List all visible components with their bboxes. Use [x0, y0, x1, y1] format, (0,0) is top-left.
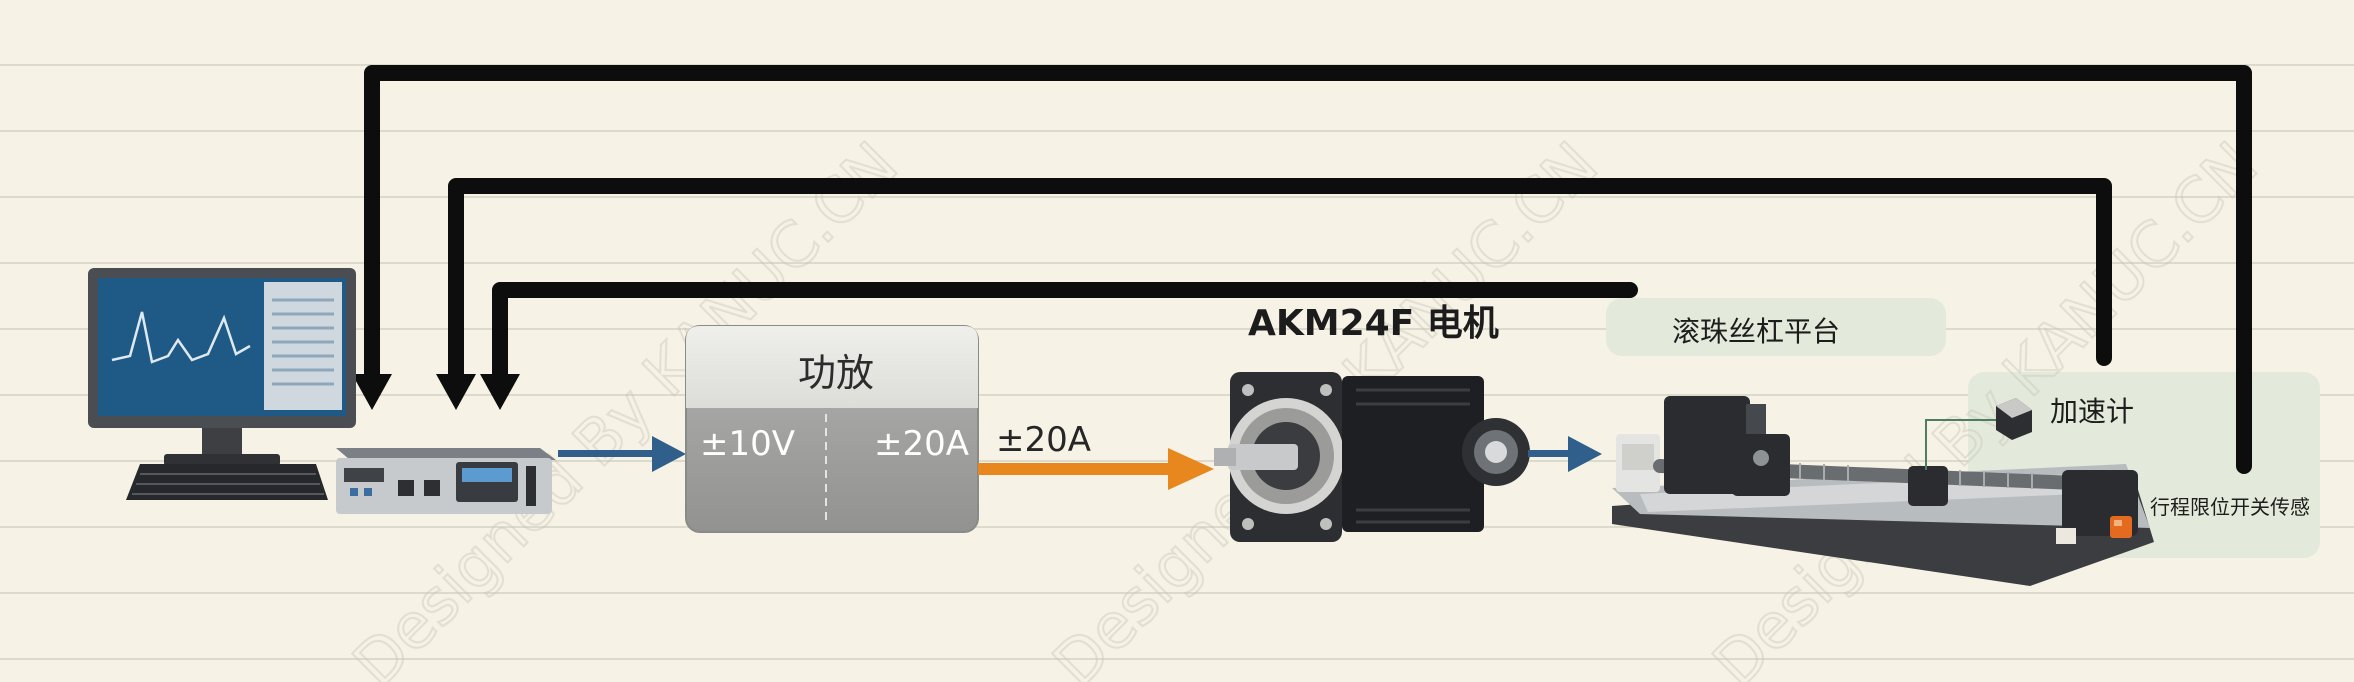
ballscrew-label: 滚珠丝杠平台	[1672, 315, 1841, 348]
feedback-line-accelerometer	[448, 178, 2112, 384]
arrowhead-3	[480, 374, 520, 410]
watermark-text-3: Designed By KANUC.CN	[1699, 128, 2271, 682]
accelerometer-icon	[1925, 398, 2032, 470]
current-arrow-amp-motor	[978, 448, 1214, 490]
limit-switch-label: 行程限位开关传感	[2150, 495, 2310, 519]
controller-box-icon	[336, 448, 556, 514]
ballscrew-stage-icon	[1612, 396, 2154, 586]
mechanical-arrow-motor-stage	[1528, 436, 1602, 472]
feedback-line-limit-switch	[364, 65, 2252, 474]
amplifier-title: 功放	[798, 351, 875, 395]
accelerometer-label: 加速计	[2050, 395, 2135, 428]
servo-motor-icon	[1214, 372, 1530, 542]
arrowhead-1	[352, 374, 392, 410]
ballscrew-panel	[1606, 298, 1946, 356]
feedback-arrowheads	[352, 374, 520, 410]
current-label: ±20A	[996, 420, 1092, 460]
amplifier-input-label: ±10V	[700, 424, 796, 464]
feedback-lines	[364, 65, 2252, 474]
motor-label: AKM24F 电机	[1248, 303, 1499, 344]
arrowhead-2	[436, 374, 476, 410]
computer-monitor-icon	[88, 268, 356, 466]
keyboard-icon	[126, 464, 328, 500]
limit-switch-icon	[2110, 516, 2132, 538]
feedback-line-encoder	[492, 282, 1638, 384]
amplifier-block	[685, 325, 979, 533]
signal-arrow-controller-amp	[558, 436, 686, 472]
amplifier-output-label: ±20A	[874, 424, 970, 464]
